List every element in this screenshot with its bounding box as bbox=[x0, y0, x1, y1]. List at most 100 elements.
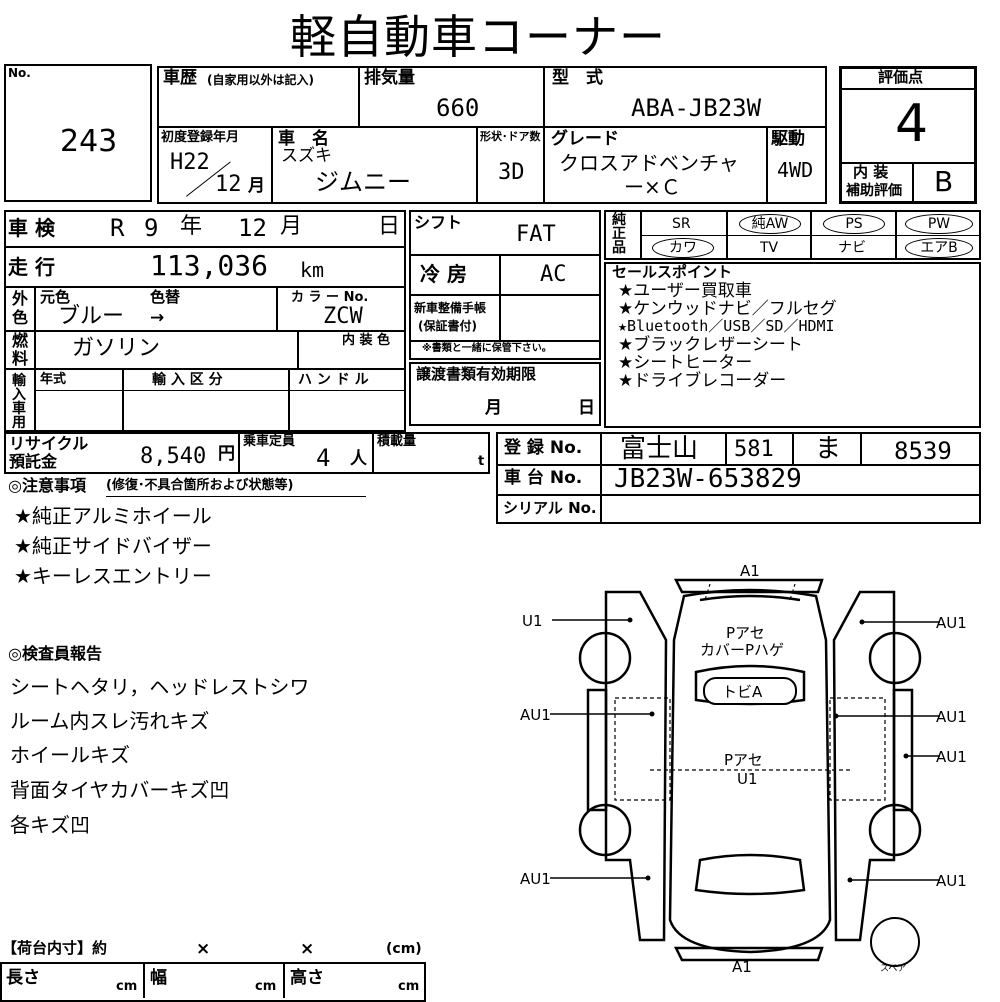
interior-score-value: B bbox=[934, 165, 954, 198]
inspection-day-unit: 日 bbox=[378, 214, 401, 239]
grade-value-1: クロスアドベンチャ bbox=[559, 151, 739, 175]
score-value: 4 bbox=[895, 94, 929, 154]
car-name-label: 車 名 bbox=[278, 129, 329, 149]
cargo-height-unit: cm bbox=[398, 979, 420, 994]
car-condition-diagram: A1 A1 U1 AU1 AU1 AU1 AU1 AU1 AU1 Pアセ カバー… bbox=[520, 562, 967, 976]
color-arrow: → bbox=[150, 308, 165, 328]
registration-region: 富士山 bbox=[620, 434, 699, 464]
drive-label: 駆動 bbox=[771, 129, 805, 149]
inspector-item: ルーム内スレ汚れキズ bbox=[10, 709, 210, 733]
first-reg-month-unit: 月 bbox=[248, 176, 265, 196]
history-label: 車歴 bbox=[163, 68, 197, 88]
lot-box bbox=[4, 64, 152, 202]
genuine-side-label: 純正品 bbox=[612, 212, 626, 256]
genuine-tv: TV bbox=[760, 240, 779, 256]
diagram-a1-top: A1 bbox=[740, 562, 760, 580]
genuine-ps: PS bbox=[823, 214, 885, 234]
recycle-label-2: 預託金 bbox=[9, 452, 58, 471]
diagram-au1-left-4: AU1 bbox=[520, 870, 551, 888]
mileage-label: 走 行 bbox=[8, 255, 55, 279]
sales-points-block bbox=[604, 262, 981, 428]
diagram-roof-2: U1 bbox=[737, 770, 758, 788]
fuel-side-label-1: 燃 bbox=[12, 331, 29, 350]
drive-value: 4WD bbox=[777, 158, 814, 182]
recycle-unit: 円 bbox=[218, 444, 235, 464]
color-code-value: ZCW bbox=[323, 304, 363, 329]
first-reg-era: H22 bbox=[170, 150, 210, 175]
genuine-aw: 純AW bbox=[739, 214, 801, 234]
inspector-item: 各キズ凹 bbox=[10, 813, 90, 837]
first-reg-label: 初度登録年月 bbox=[161, 130, 240, 145]
displacement-label: 排気量 bbox=[364, 68, 415, 88]
registration-number: 8539 bbox=[894, 437, 952, 465]
mileage-unit: km bbox=[300, 258, 325, 282]
genuine-airbag: エアB bbox=[905, 238, 973, 258]
inspector-item: シートヘタリ，ヘッドレストシワ bbox=[10, 675, 310, 699]
color-side-label-1: 外 bbox=[12, 289, 29, 308]
diagram-au1-right-1: AU1 bbox=[936, 614, 967, 632]
capacity-label: 乗車定員 bbox=[243, 434, 296, 449]
recycle-block bbox=[4, 432, 490, 474]
inspection-year-unit: 年 bbox=[180, 214, 203, 239]
inspection-era: R bbox=[110, 214, 125, 242]
genuine-navi: ナビ bbox=[838, 240, 866, 256]
grade-label: グレード bbox=[551, 129, 619, 149]
color-side-label-2: 色 bbox=[12, 308, 29, 327]
change-color-label: 色替 bbox=[150, 288, 181, 306]
diagram-spare: スペア bbox=[880, 964, 906, 974]
color-code-label: カ ラ ー No. bbox=[291, 290, 369, 305]
recycle-value: 8,540 bbox=[140, 444, 207, 469]
shift-ac-block bbox=[409, 210, 601, 360]
diagram-roof-top: トビA bbox=[722, 683, 763, 701]
inspector-item: ホイールキズ bbox=[10, 743, 130, 767]
diagram-au1-right-2: AU1 bbox=[936, 708, 967, 726]
registration-kana: ま bbox=[815, 434, 842, 464]
cargo-length-label: 長さ bbox=[6, 968, 40, 988]
diagram-hood-1: Pアセ bbox=[726, 624, 765, 642]
sales-point: ★ブラックレザーシート bbox=[618, 335, 803, 355]
cargo-block bbox=[0, 962, 426, 1002]
capacity-value: 4 bbox=[316, 444, 331, 472]
top-info-block bbox=[157, 66, 827, 204]
fuel-side-label-2: 料 bbox=[12, 349, 29, 368]
car-name: ジムニー bbox=[315, 168, 411, 196]
sales-point: ★ケンウッドナビ／フルセグ bbox=[618, 299, 837, 319]
fuel-value: ガソリン bbox=[72, 336, 161, 361]
note-item: ★純正サイドバイザー bbox=[14, 534, 212, 558]
cargo-unit: (cm) bbox=[386, 941, 422, 957]
import-category-label: 輸 入 区 分 bbox=[152, 372, 223, 388]
inspection-label: 車 検 bbox=[8, 216, 55, 240]
registration-class: 581 bbox=[734, 437, 774, 462]
transfer-block bbox=[409, 362, 601, 426]
cargo-width-label: 幅 bbox=[150, 968, 167, 988]
import-handle-label: ハ ン ド ル bbox=[298, 372, 369, 388]
doors-value: 3D bbox=[498, 160, 525, 185]
score-box bbox=[839, 66, 977, 204]
diagram-au1-right-3: AU1 bbox=[936, 748, 967, 766]
ac-label: 冷 房 bbox=[420, 262, 467, 286]
note-item: ★純正アルミホイール bbox=[14, 504, 212, 528]
mileage-value: 113,036 bbox=[150, 249, 269, 282]
inspection-year: 9 bbox=[144, 214, 159, 242]
cargo-length-unit: cm bbox=[116, 979, 138, 994]
recycle-label-1: リサイクル bbox=[9, 434, 89, 453]
car-maker: スズキ bbox=[281, 146, 332, 166]
notes-sub: (修復･不具合箇所および状態等) bbox=[106, 478, 294, 493]
warranty-label-1: 新車整備手帳 bbox=[414, 301, 487, 315]
displacement-value: 660 bbox=[436, 94, 480, 122]
diagram-au1-right-4: AU1 bbox=[936, 872, 967, 890]
vehicle-details-block bbox=[4, 210, 406, 432]
grade-value-2: ー×Ｃ bbox=[624, 175, 681, 199]
genuine-pw: PW bbox=[905, 214, 973, 234]
page-title: 軽自動車コーナー bbox=[290, 10, 666, 64]
lot-label: No. bbox=[8, 66, 31, 80]
sales-points-label: セールスポイント bbox=[612, 263, 733, 281]
chassis-value: JB23W-653829 bbox=[614, 464, 802, 494]
diagram-roof-1: Pアセ bbox=[724, 751, 763, 769]
model-value: ABA-JB23W bbox=[631, 94, 762, 122]
sales-point: ★ユーザー買取車 bbox=[618, 281, 752, 301]
warranty-label-2: (保証書付) bbox=[418, 319, 477, 333]
serial-label: シリアル No. bbox=[503, 499, 597, 517]
history-sub: (自家用以外は記入) bbox=[207, 73, 314, 87]
orig-color-value: ブルー bbox=[58, 304, 125, 329]
